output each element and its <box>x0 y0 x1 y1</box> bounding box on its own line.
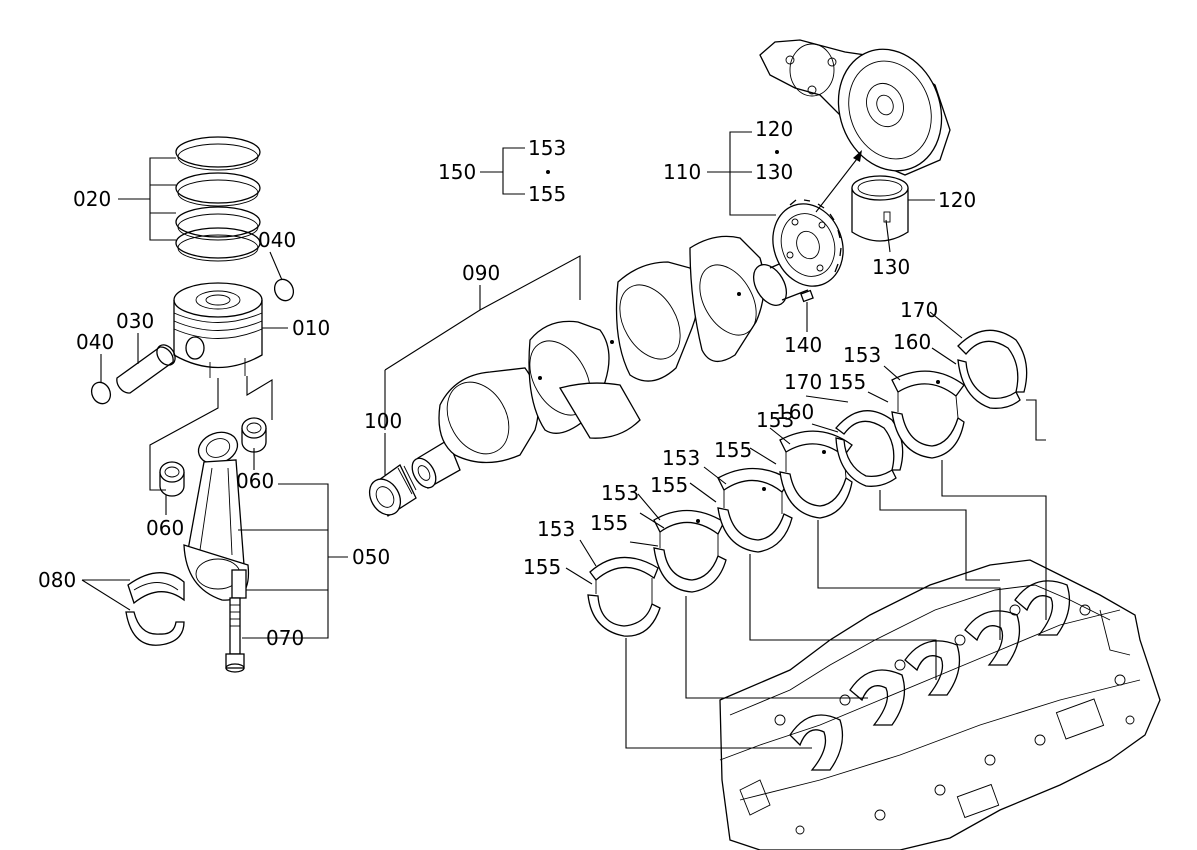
main-bearing-3[interactable] <box>717 467 793 553</box>
label-030: 030 <box>116 309 154 333</box>
label-040-right: 040 <box>258 228 296 252</box>
label-150-separator-dot <box>546 170 550 174</box>
label-060-right: 060 <box>236 469 274 493</box>
leader-080 <box>81 579 131 611</box>
label-010: 010 <box>292 316 330 340</box>
connecting-rod[interactable] <box>183 427 250 601</box>
label-100: 100 <box>364 409 402 433</box>
label-140: 140 <box>784 333 822 357</box>
piston-pin[interactable] <box>116 341 179 394</box>
label-155-2: 155 <box>650 473 688 497</box>
label-155-0: 155 <box>523 555 561 579</box>
label-170-front: 170 <box>784 370 822 394</box>
label-153-1: 153 <box>537 517 575 541</box>
label-160-front: 160 <box>776 400 814 424</box>
leader-110 <box>707 131 776 216</box>
gear-mesh-arrow <box>815 150 862 213</box>
connecting-rod-bushing-left[interactable] <box>159 461 185 497</box>
piston-rings[interactable] <box>175 136 261 262</box>
connecting-rod-bolt[interactable] <box>225 597 245 673</box>
label-110-separator-dot <box>775 150 779 154</box>
label-153-3: 153 <box>662 446 700 470</box>
crankshaft-gear-bushing[interactable] <box>851 175 909 242</box>
main-bearing-2[interactable] <box>653 509 727 593</box>
piston-pin-circlip-right[interactable] <box>271 276 297 304</box>
crankshaft[interactable] <box>407 235 809 491</box>
idler-gear-assembly[interactable] <box>759 35 958 186</box>
label-040-left: 040 <box>76 330 114 354</box>
label-155-1: 155 <box>590 511 628 535</box>
leader-main-bearings <box>565 311 1047 749</box>
leader-060 <box>149 376 273 515</box>
label-160-rear: 160 <box>893 330 931 354</box>
main-bearing-1[interactable] <box>587 556 661 637</box>
label-060-left: 060 <box>146 516 184 540</box>
label-110-top: 120 <box>755 117 793 141</box>
crankshaft-front-gear[interactable] <box>363 464 417 520</box>
label-155-3: 155 <box>714 438 752 462</box>
woodruff-key[interactable] <box>800 289 814 303</box>
label-155-4: 155 <box>828 370 866 394</box>
label-070: 070 <box>266 626 304 650</box>
leader-150 <box>480 147 525 195</box>
leader-050 <box>238 483 348 639</box>
label-080: 080 <box>38 568 76 592</box>
piston-pin-circlip-left[interactable] <box>88 379 114 407</box>
cylinder-block[interactable] <box>719 559 1161 850</box>
label-090: 090 <box>462 261 500 285</box>
label-153-5: 153 <box>843 343 881 367</box>
label-153-4: 153 <box>756 408 794 432</box>
label-130: 130 <box>872 255 910 279</box>
leader-130 <box>885 219 891 253</box>
label-150: 150 <box>438 160 476 184</box>
connecting-rod-bushing-right[interactable] <box>241 417 267 453</box>
thrust-washer-rear[interactable] <box>957 329 1028 409</box>
label-110-bottom: 130 <box>755 160 793 184</box>
connecting-rod-bearing-upper[interactable] <box>127 572 185 605</box>
leader-090 <box>384 255 581 430</box>
main-bearing-5[interactable] <box>891 370 965 459</box>
leader-040 <box>100 251 283 382</box>
label-150-bottom: 155 <box>528 182 566 206</box>
label-110: 110 <box>663 160 701 184</box>
crankshaft-timing-gear[interactable] <box>762 194 855 296</box>
label-020: 020 <box>73 187 111 211</box>
connecting-rod-bearing-lower[interactable] <box>125 611 185 646</box>
leader-020 <box>118 157 176 241</box>
label-120: 120 <box>938 188 976 212</box>
label-050: 050 <box>352 545 390 569</box>
part-labels: 020 040 010 030 040 060 060 050 080 070 … <box>38 117 976 650</box>
thrust-washer-front[interactable] <box>835 410 904 487</box>
label-150-top: 153 <box>528 136 566 160</box>
label-170-rear: 170 <box>900 298 938 322</box>
piston[interactable] <box>173 282 263 378</box>
label-153-2: 153 <box>601 481 639 505</box>
